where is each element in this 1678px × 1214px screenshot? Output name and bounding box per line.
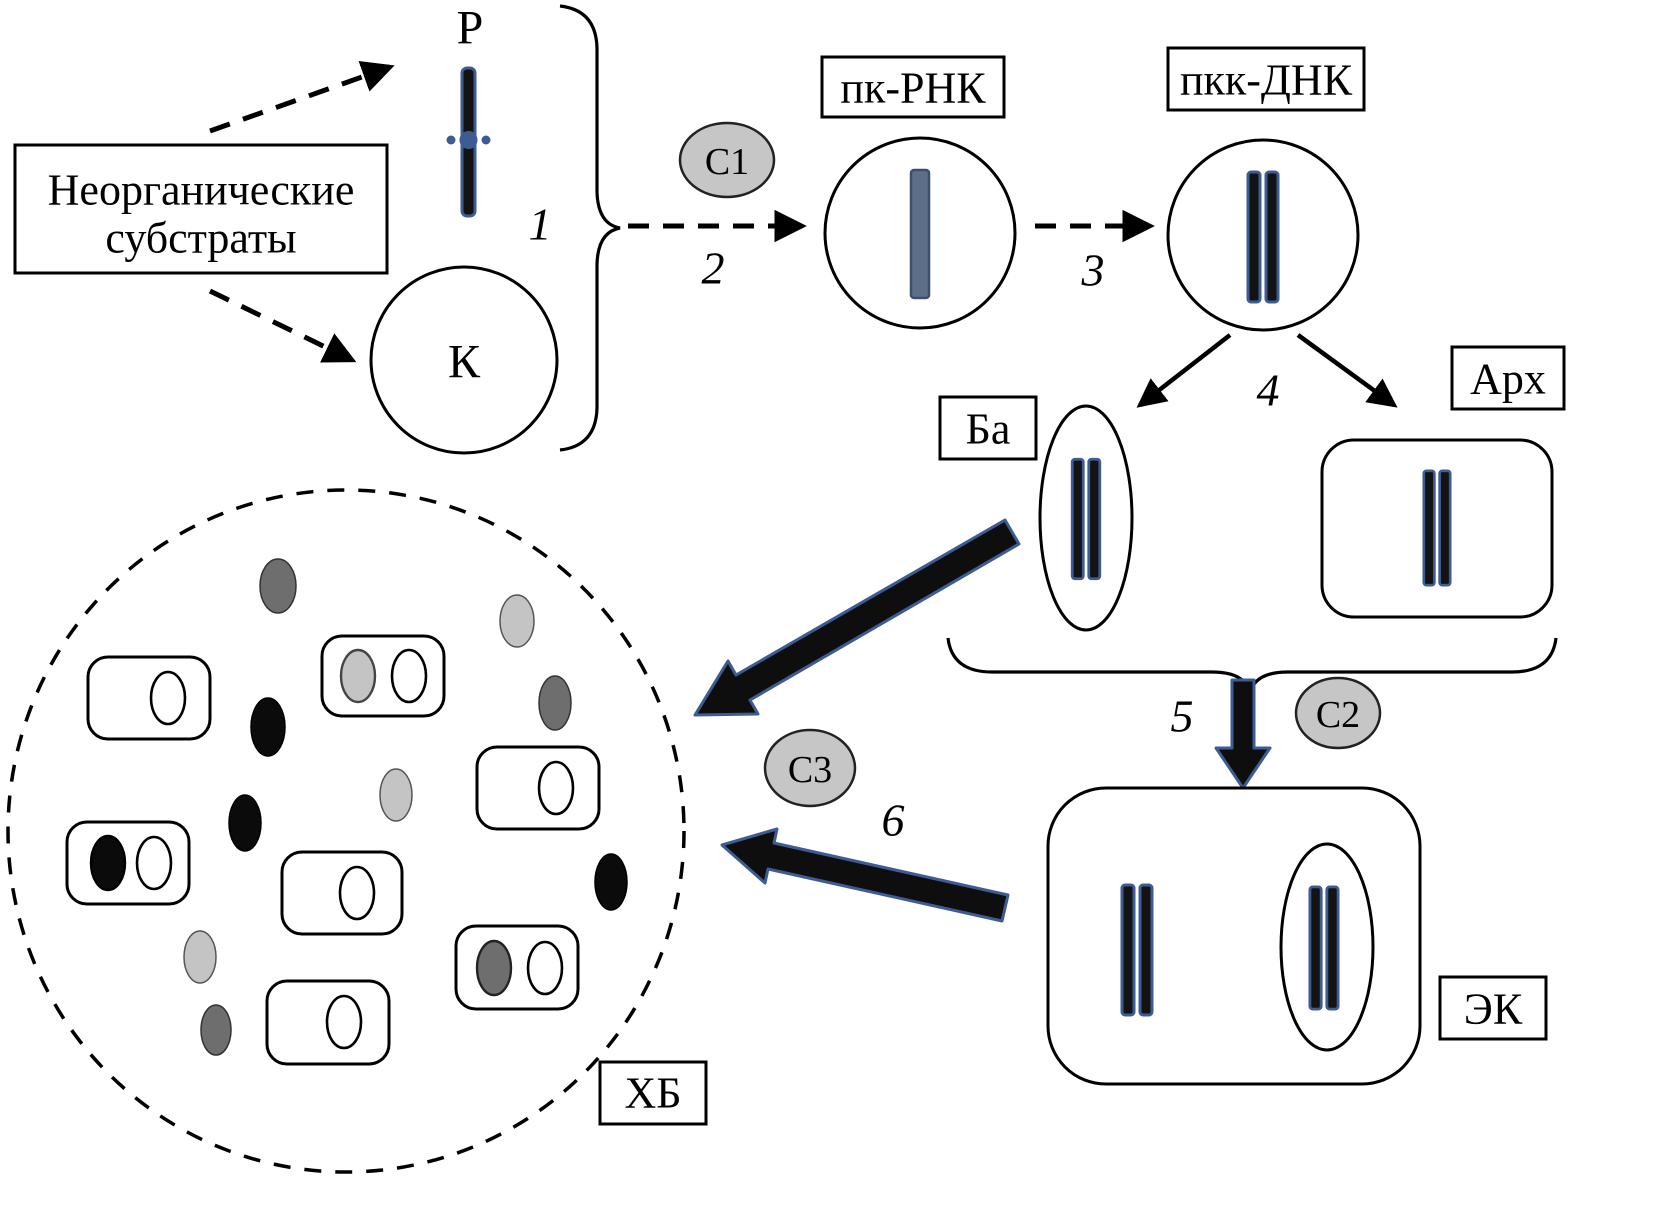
arrow-substrates-to-ribozyme [209,60,395,134]
free-microbe-black-icon [228,794,262,852]
free-microbe-dark-icon [200,1004,232,1056]
arrow-5 [1214,678,1272,790]
community-cell [475,745,601,831]
free-microbe-light-icon [183,930,217,984]
pk-rna-title-box [820,55,1006,119]
archaea-cell [1320,438,1554,619]
step-5-label: 5 [1171,691,1194,742]
step-1-label: 1 [529,199,552,250]
helper-c1-node [678,121,776,199]
community-circle [6,488,686,1174]
archaea-title: Арх [1470,355,1546,404]
compartment-circle [369,265,559,455]
arrow-4-left [1136,333,1232,408]
step-4-label: 4 [1257,365,1280,416]
free-microbe-light-icon [379,768,413,822]
step-2-label: 2 [702,243,725,294]
eukaryote-title: ЭК [1464,985,1523,1034]
inorganic-substrates-line2: субстраты [105,214,296,263]
step-3-label: 3 [1081,245,1105,296]
community-cell [86,655,212,741]
pkk-dna-title: пкк-ДНК [1180,56,1353,105]
arrow-4-right [1296,333,1398,408]
group1-brace [559,4,621,452]
pkk-dna-cell [1166,138,1360,332]
eukaryote-title-box [1438,975,1548,1041]
community-cell [65,820,191,906]
arrow-substrates-to-compartment [208,288,357,363]
helper-c1-label: С1 [705,141,749,183]
pk-rna-strand [909,168,931,300]
archaea-title-box [1450,345,1566,411]
community-cell [265,979,391,1066]
arrow-6 [720,827,1010,923]
free-microbe-dark-icon [259,558,297,614]
helper-c3-label: С3 [788,749,832,791]
bacteria-cell [1038,404,1134,632]
free-microbe-light-icon [499,594,535,648]
free-microbe-black-icon [250,697,286,757]
compartment-label: К [448,336,481,389]
community-cell [320,634,446,718]
community-cell [280,850,404,936]
community-title: ХБ [624,1069,681,1118]
community-cell [454,924,580,1011]
ribozyme-strand [446,66,491,218]
step-6-label: 6 [882,795,905,846]
free-microbe-dark-icon [538,675,572,731]
pkk-dna-title-box [1166,46,1366,112]
helper-c3-node [763,728,857,808]
bacteria-title: Ба [966,405,1011,454]
pk-rna-title: пк-РНК [840,64,986,113]
community-title-box [598,1060,708,1126]
inorganic-substrates-box [13,143,389,275]
arrow-bacteria-to-community [693,518,1021,717]
ribozyme-label: Р [457,2,484,55]
bacteria-title-box [938,395,1038,461]
inorganic-substrates-line1: Неорганические [48,166,355,215]
free-microbe-black-icon [594,853,628,911]
helper-c2-node [1294,676,1382,750]
helper-c2-label: С2 [1316,694,1360,736]
